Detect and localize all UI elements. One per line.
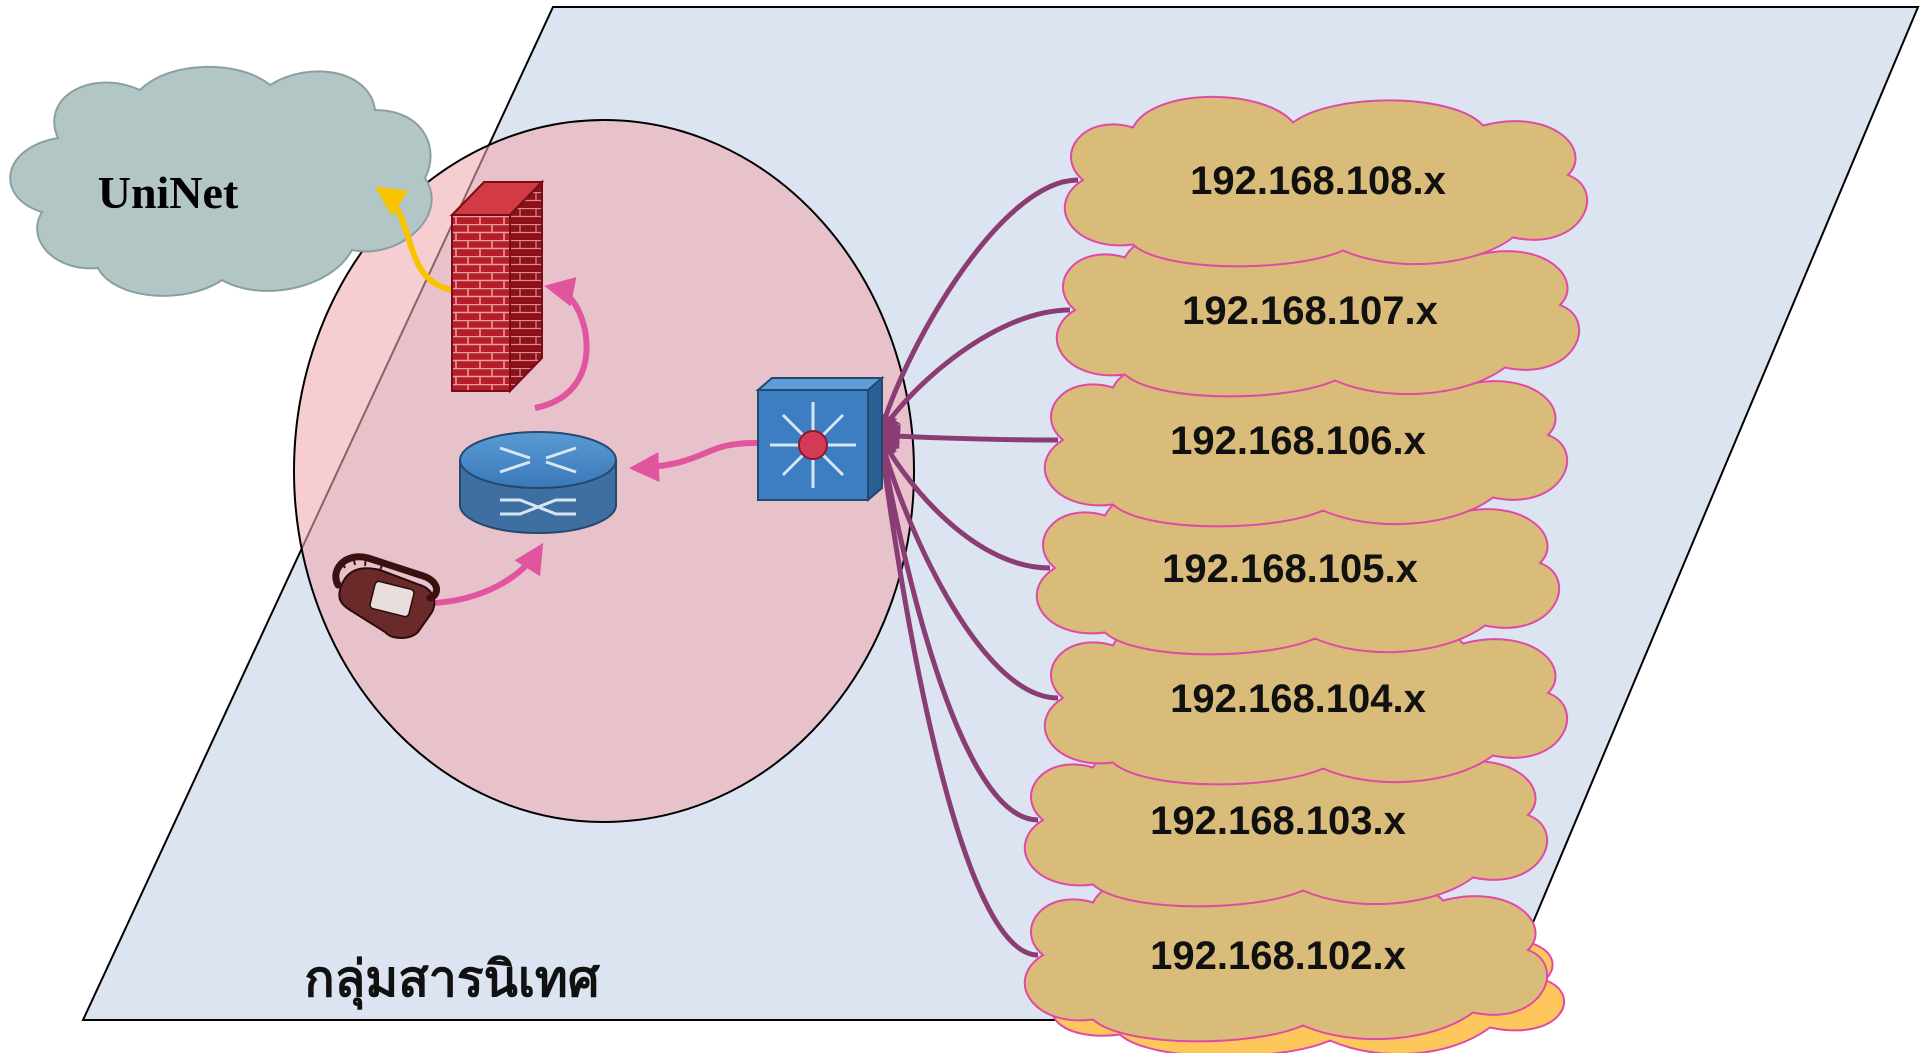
subnet-cloud: 192.168.104.x [1043, 613, 1568, 786]
telephone-icon [332, 553, 440, 639]
subnet-label: 192.168.104.x [1170, 677, 1426, 721]
subnet-cloud: 192.168.102.x [1023, 870, 1548, 1043]
subnet-label: 192.168.102.x [1150, 934, 1406, 978]
firewall-to-uninet-link [374, 186, 453, 293]
layer3-switch-icon [755, 375, 885, 503]
subnet-label: 192.168.105.x [1162, 547, 1418, 591]
subnet-label: 192.168.106.x [1170, 419, 1426, 463]
subnet-label: 192.168.107.x [1182, 289, 1438, 333]
uninet-label: UniNet [98, 167, 239, 218]
router-icon [459, 431, 617, 534]
subnet-cloud: 192.168.107.x [1055, 225, 1580, 398]
subnet-cloud: 192.168.106.x [1043, 355, 1568, 528]
group-label: กลุ่มสารนิเทศ [304, 950, 601, 1010]
subnet-to-switch-link [871, 430, 1039, 823]
router-to-firewall-link [534, 277, 590, 411]
uninet-cloud: UniNet [9, 65, 433, 297]
subnet-links [870, 177, 1079, 958]
phone-to-router-link [433, 542, 544, 606]
subnet-cloud: 192.168.108.x [1063, 95, 1588, 268]
subnet-to-switch-link [872, 177, 1079, 440]
firewall-icon [449, 179, 545, 394]
subnet-to-switch-link [870, 430, 1039, 958]
subnet-list: 192.168.102.x 192.168.103.x 192.168.104.x 1… [1023, 95, 1588, 1053]
subnet-to-switch-link [877, 430, 1051, 571]
switch-to-router-link [629, 439, 759, 483]
subnet-cloud-shape [1063, 95, 1588, 268]
subnet-to-switch-link [872, 430, 1059, 701]
subnet-label: 192.168.108.x [1190, 159, 1446, 203]
subnet-label: 192.168.103.x [1150, 799, 1406, 843]
